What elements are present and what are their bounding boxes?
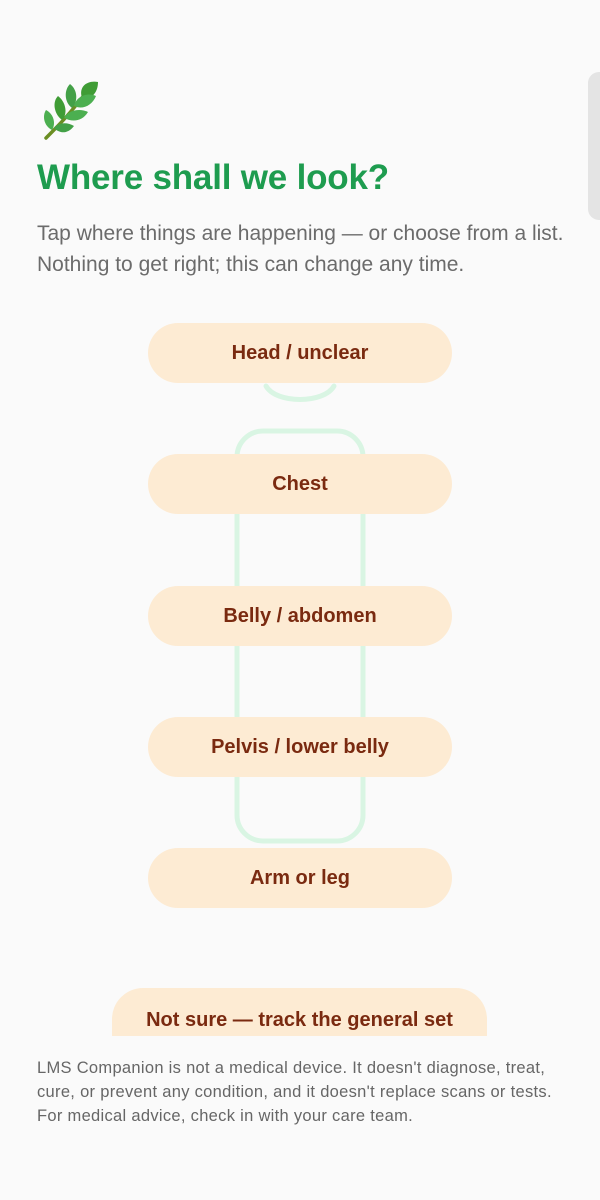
page-subtitle: Tap where things are happening — or choo… xyxy=(37,222,564,276)
scroll-indicator[interactable] xyxy=(588,72,600,220)
region-button-limb[interactable]: Arm or leg xyxy=(148,848,452,908)
region-button-chest[interactable]: Chest xyxy=(148,454,452,514)
region-button-belly[interactable]: Belly / abdomen xyxy=(148,586,452,646)
medical-disclaimer: LMS Companion is not a medical device. I… xyxy=(37,1059,552,1125)
footer-panel xyxy=(0,1036,600,1200)
region-button-pelvis[interactable]: Pelvis / lower belly xyxy=(148,717,452,777)
region-button-head[interactable]: Head / unclear xyxy=(148,323,452,383)
page-title: Where shall we look? xyxy=(37,158,389,197)
herb-leaf-icon xyxy=(44,81,98,140)
